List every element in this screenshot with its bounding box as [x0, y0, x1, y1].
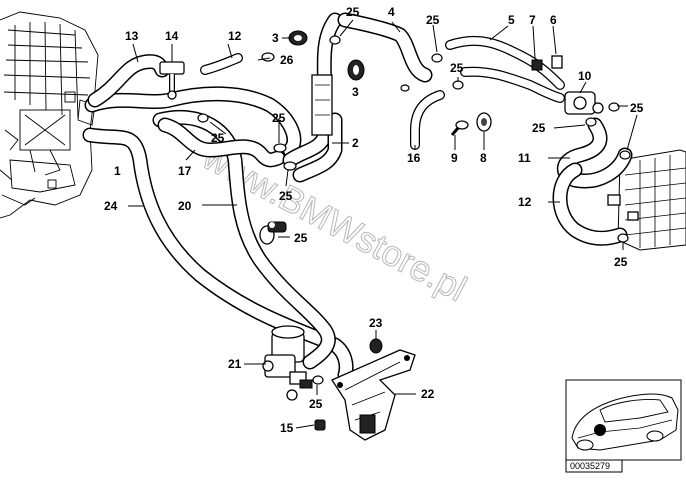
screw-6	[551, 55, 563, 69]
callout-labels: 13 14 12 26 3 25 4 25 5 7 6 25 10 25 25 …	[104, 5, 644, 435]
callout-12: 12	[518, 195, 532, 209]
vehicle-location-inset: 00035279	[565, 379, 682, 473]
callout-25d: 25	[630, 101, 644, 115]
water-valve-10	[564, 91, 604, 115]
location-marker	[594, 424, 606, 436]
callout-25j: 25	[309, 397, 323, 411]
reference-number: 00035279	[570, 461, 610, 471]
callout-19: 21	[228, 357, 242, 371]
grommet-21	[314, 419, 326, 431]
pipe-bracket	[311, 74, 333, 136]
nut-7	[531, 59, 543, 71]
callout-15: 12	[228, 29, 242, 43]
callout-10: 10	[578, 69, 592, 83]
callout-21: 15	[280, 421, 294, 435]
callout-17: 14	[165, 29, 179, 43]
clamp-24	[259, 221, 287, 245]
callout-25b: 25	[426, 13, 440, 27]
callout-18: 20	[178, 199, 192, 213]
t-connector-17	[159, 61, 185, 100]
callout-25e: 25	[532, 121, 546, 135]
callout-6: 6	[550, 13, 557, 27]
callout-13: 16	[407, 151, 421, 165]
callout-3b: 3	[352, 85, 359, 99]
callout-1: 1	[114, 164, 121, 178]
callout-25c: 25	[450, 61, 464, 75]
callout-2: 2	[352, 136, 359, 150]
callout-25i: 25	[279, 189, 293, 203]
leader-lines	[128, 19, 638, 429]
callout-22: 23	[369, 316, 383, 330]
hose-clamps	[197, 35, 631, 385]
callout-5: 5	[508, 13, 515, 27]
screw-9	[450, 120, 469, 136]
callout-23: 24	[104, 199, 118, 213]
grommet-22	[369, 338, 383, 354]
engine-block-illustration	[0, 11, 99, 219]
callout-25h: 25	[272, 111, 286, 125]
callout-4: 4	[388, 5, 395, 19]
callout-25f: 25	[614, 255, 628, 269]
callout-20: 22	[421, 387, 435, 401]
bracket-20	[331, 349, 416, 441]
callout-3a: 3	[272, 31, 279, 45]
callout-14: 17	[178, 164, 192, 178]
callout-8: 8	[480, 151, 487, 165]
callout-24: 25	[294, 231, 308, 245]
callout-26: 26	[280, 53, 294, 67]
callout-25a: 25	[346, 5, 360, 19]
callout-16: 13	[125, 29, 139, 43]
water-valve-19	[262, 325, 313, 401]
callout-11: 11	[518, 151, 531, 165]
callout-25g: 25	[211, 131, 225, 145]
callout-7: 7	[529, 13, 536, 27]
callout-9: 9	[451, 151, 458, 165]
heater-core-illustration	[607, 149, 686, 251]
